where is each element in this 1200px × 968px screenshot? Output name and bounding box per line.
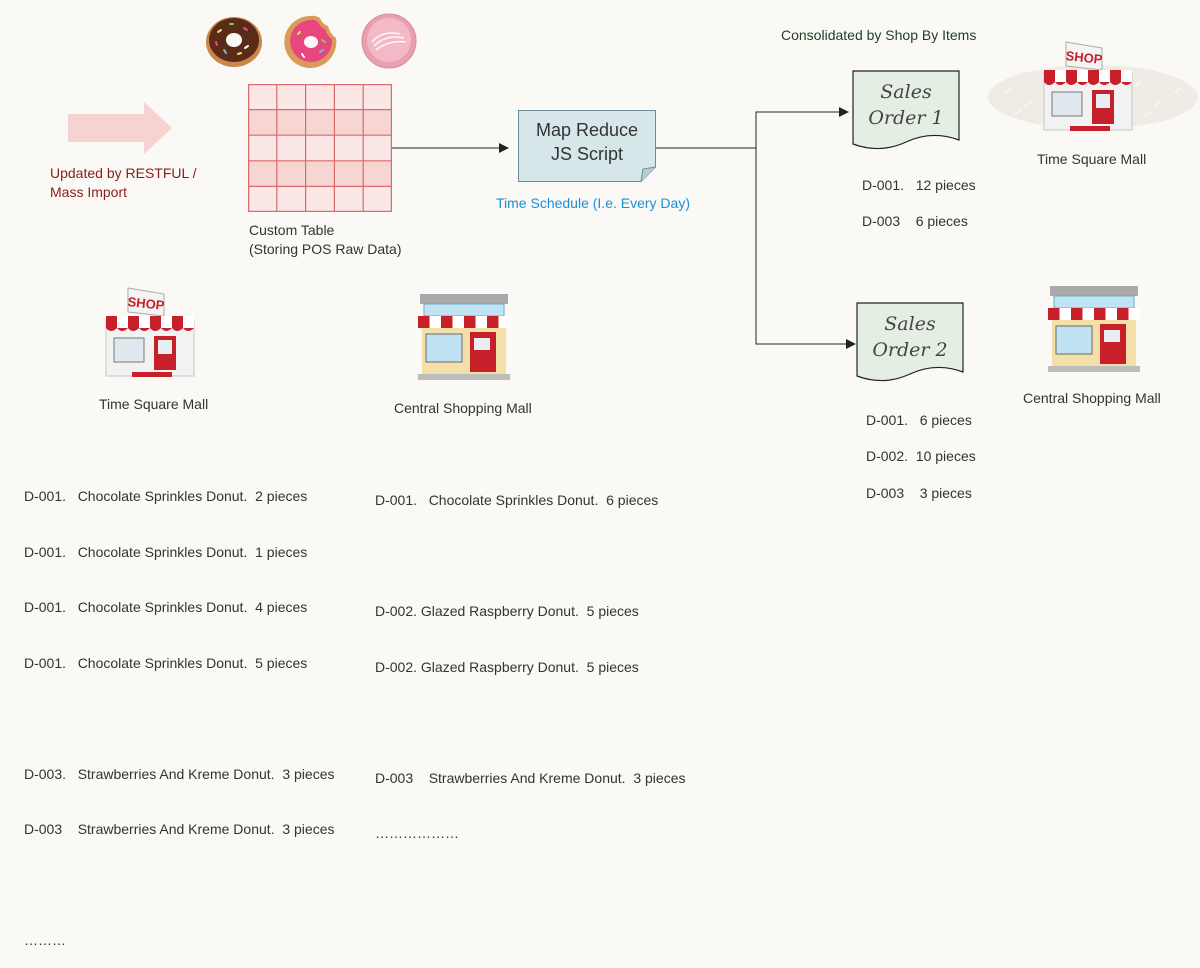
time-square-raw-list: D-001. Chocolate Sprinkles Donut. 2 piec… <box>24 450 334 968</box>
donut-pink-glazed-icon <box>360 12 418 70</box>
import-label-line-2: Mass Import <box>50 184 128 200</box>
sales-order-1-title-line-1: Sales <box>880 81 932 103</box>
shop-sign-text: SHOP <box>1065 48 1104 67</box>
list-item: D-001. Chocolate Sprinkles Donut. 2 piec… <box>24 488 308 504</box>
list-item: D-001. Chocolate Sprinkles Donut. 4 piec… <box>24 599 308 615</box>
custom-table-label-line-2: (Storing POS Raw Data) <box>249 241 402 257</box>
import-label-line-1: Updated by RESTFUL / <box>50 165 197 181</box>
sales-order-2-item: D-003 3 pieces <box>866 485 972 501</box>
sales-order-1-item: D-003 6 pieces <box>862 213 968 229</box>
import-arrow <box>66 100 176 156</box>
list-item: ……… <box>24 932 66 948</box>
list-item: D-003. Strawberries And Kreme Donut. 3 p… <box>24 765 335 782</box>
list-item: D-003 Strawberries And Kreme Donut. 3 pi… <box>24 821 335 837</box>
map-reduce-line-2: JS Script <box>550 144 624 164</box>
list-item: D-001. Chocolate Sprinkles Donut. 6 piec… <box>375 492 659 508</box>
time-schedule-label: Time Schedule (I.e. Every Day) <box>496 195 690 211</box>
list-item: D-001. Chocolate Sprinkles Donut. 5 piec… <box>24 654 308 671</box>
sales-order-2-title-line-1: Sales <box>884 313 936 335</box>
custom-table-grid <box>248 84 393 213</box>
list-item <box>24 876 334 895</box>
map-reduce-box: Map Reduce JS Script <box>518 110 656 182</box>
custom-table-label-line-1: Custom Table <box>249 222 335 238</box>
donut-chocolate-sprinkles-icon <box>204 12 264 70</box>
consolidated-label: Consolidated by Shop By Items <box>781 27 977 43</box>
left-shop-1-label: Time Square Mall <box>99 396 209 412</box>
sales-order-2-document: Sales Order 2 <box>856 302 964 388</box>
shop-sign-text: SHOP <box>127 294 166 313</box>
list-item: D-002. Glazed Raspberry Donut. 5 pieces <box>375 603 639 619</box>
list-item <box>375 713 685 732</box>
left-shop-2-label: Central Shopping Mall <box>394 400 532 416</box>
list-item: D-001. Chocolate Sprinkles Donut. 1 piec… <box>24 543 308 560</box>
sales-order-1-title-line-2: Order 1 <box>868 107 944 129</box>
central-raw-list: D-001. Chocolate Sprinkles Donut. 6 piec… <box>375 454 685 861</box>
right-shop-2-label: Central Shopping Mall <box>1023 390 1161 406</box>
donut-bitten-icon <box>282 12 340 70</box>
storefront-icon <box>1044 282 1144 374</box>
right-shop-1-label: Time Square Mall <box>1037 151 1147 167</box>
list-item: D-002. Glazed Raspberry Donut. 5 pieces <box>375 658 639 675</box>
sales-order-2-item: D-002. 10 pieces <box>866 448 976 464</box>
list-item <box>24 709 334 728</box>
sales-order-1-item: D-001. 12 pieces <box>862 177 976 193</box>
shop-icon: SHOP <box>1040 40 1136 136</box>
list-item <box>375 547 685 566</box>
sales-order-1-document: Sales Order 1 <box>852 70 960 156</box>
list-item: D-003 Strawberries And Kreme Donut. 3 pi… <box>375 769 686 786</box>
sales-order-2-title-line-2: Order 2 <box>872 339 948 361</box>
storefront-icon <box>412 290 516 382</box>
sales-order-2-item: D-001. 6 pieces <box>866 412 972 428</box>
list-item: ……………… <box>375 825 459 841</box>
shop-icon: SHOP <box>102 286 198 382</box>
connector-lines <box>392 107 856 349</box>
map-reduce-line-1: Map Reduce <box>535 120 639 140</box>
